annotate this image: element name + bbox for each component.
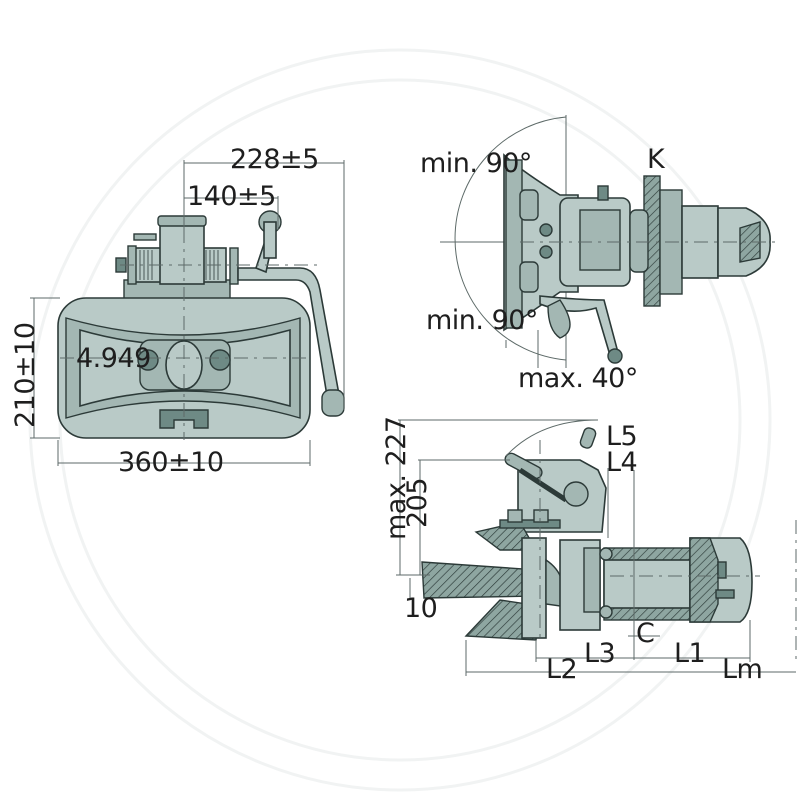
angle-min-90-upper: min. 90° <box>420 148 532 179</box>
angle-min-90-lower: min. 90° <box>426 305 538 336</box>
label-c: C <box>636 618 655 649</box>
label-l5: L5 <box>606 421 638 452</box>
angle-max-40: max. 40° <box>518 363 638 394</box>
dim-140: 140±5 <box>187 181 276 212</box>
label-l3: L3 <box>584 638 616 669</box>
top-view <box>440 115 780 368</box>
front-view <box>30 160 345 466</box>
dim-205: 205 <box>402 477 433 528</box>
dim-10: 10 <box>404 593 438 624</box>
label-l2: L2 <box>546 654 578 685</box>
dim-360: 360±10 <box>118 447 224 478</box>
label-l1: L1 <box>674 638 706 669</box>
dim-228: 228±5 <box>230 144 319 175</box>
label-k: K <box>647 144 665 175</box>
dim-210: 210±10 <box>10 322 41 428</box>
side-view <box>396 419 797 676</box>
label-l4: L4 <box>606 447 638 478</box>
center-label-4949: 4.949 <box>76 343 151 374</box>
label-lm: Lm <box>722 654 763 685</box>
